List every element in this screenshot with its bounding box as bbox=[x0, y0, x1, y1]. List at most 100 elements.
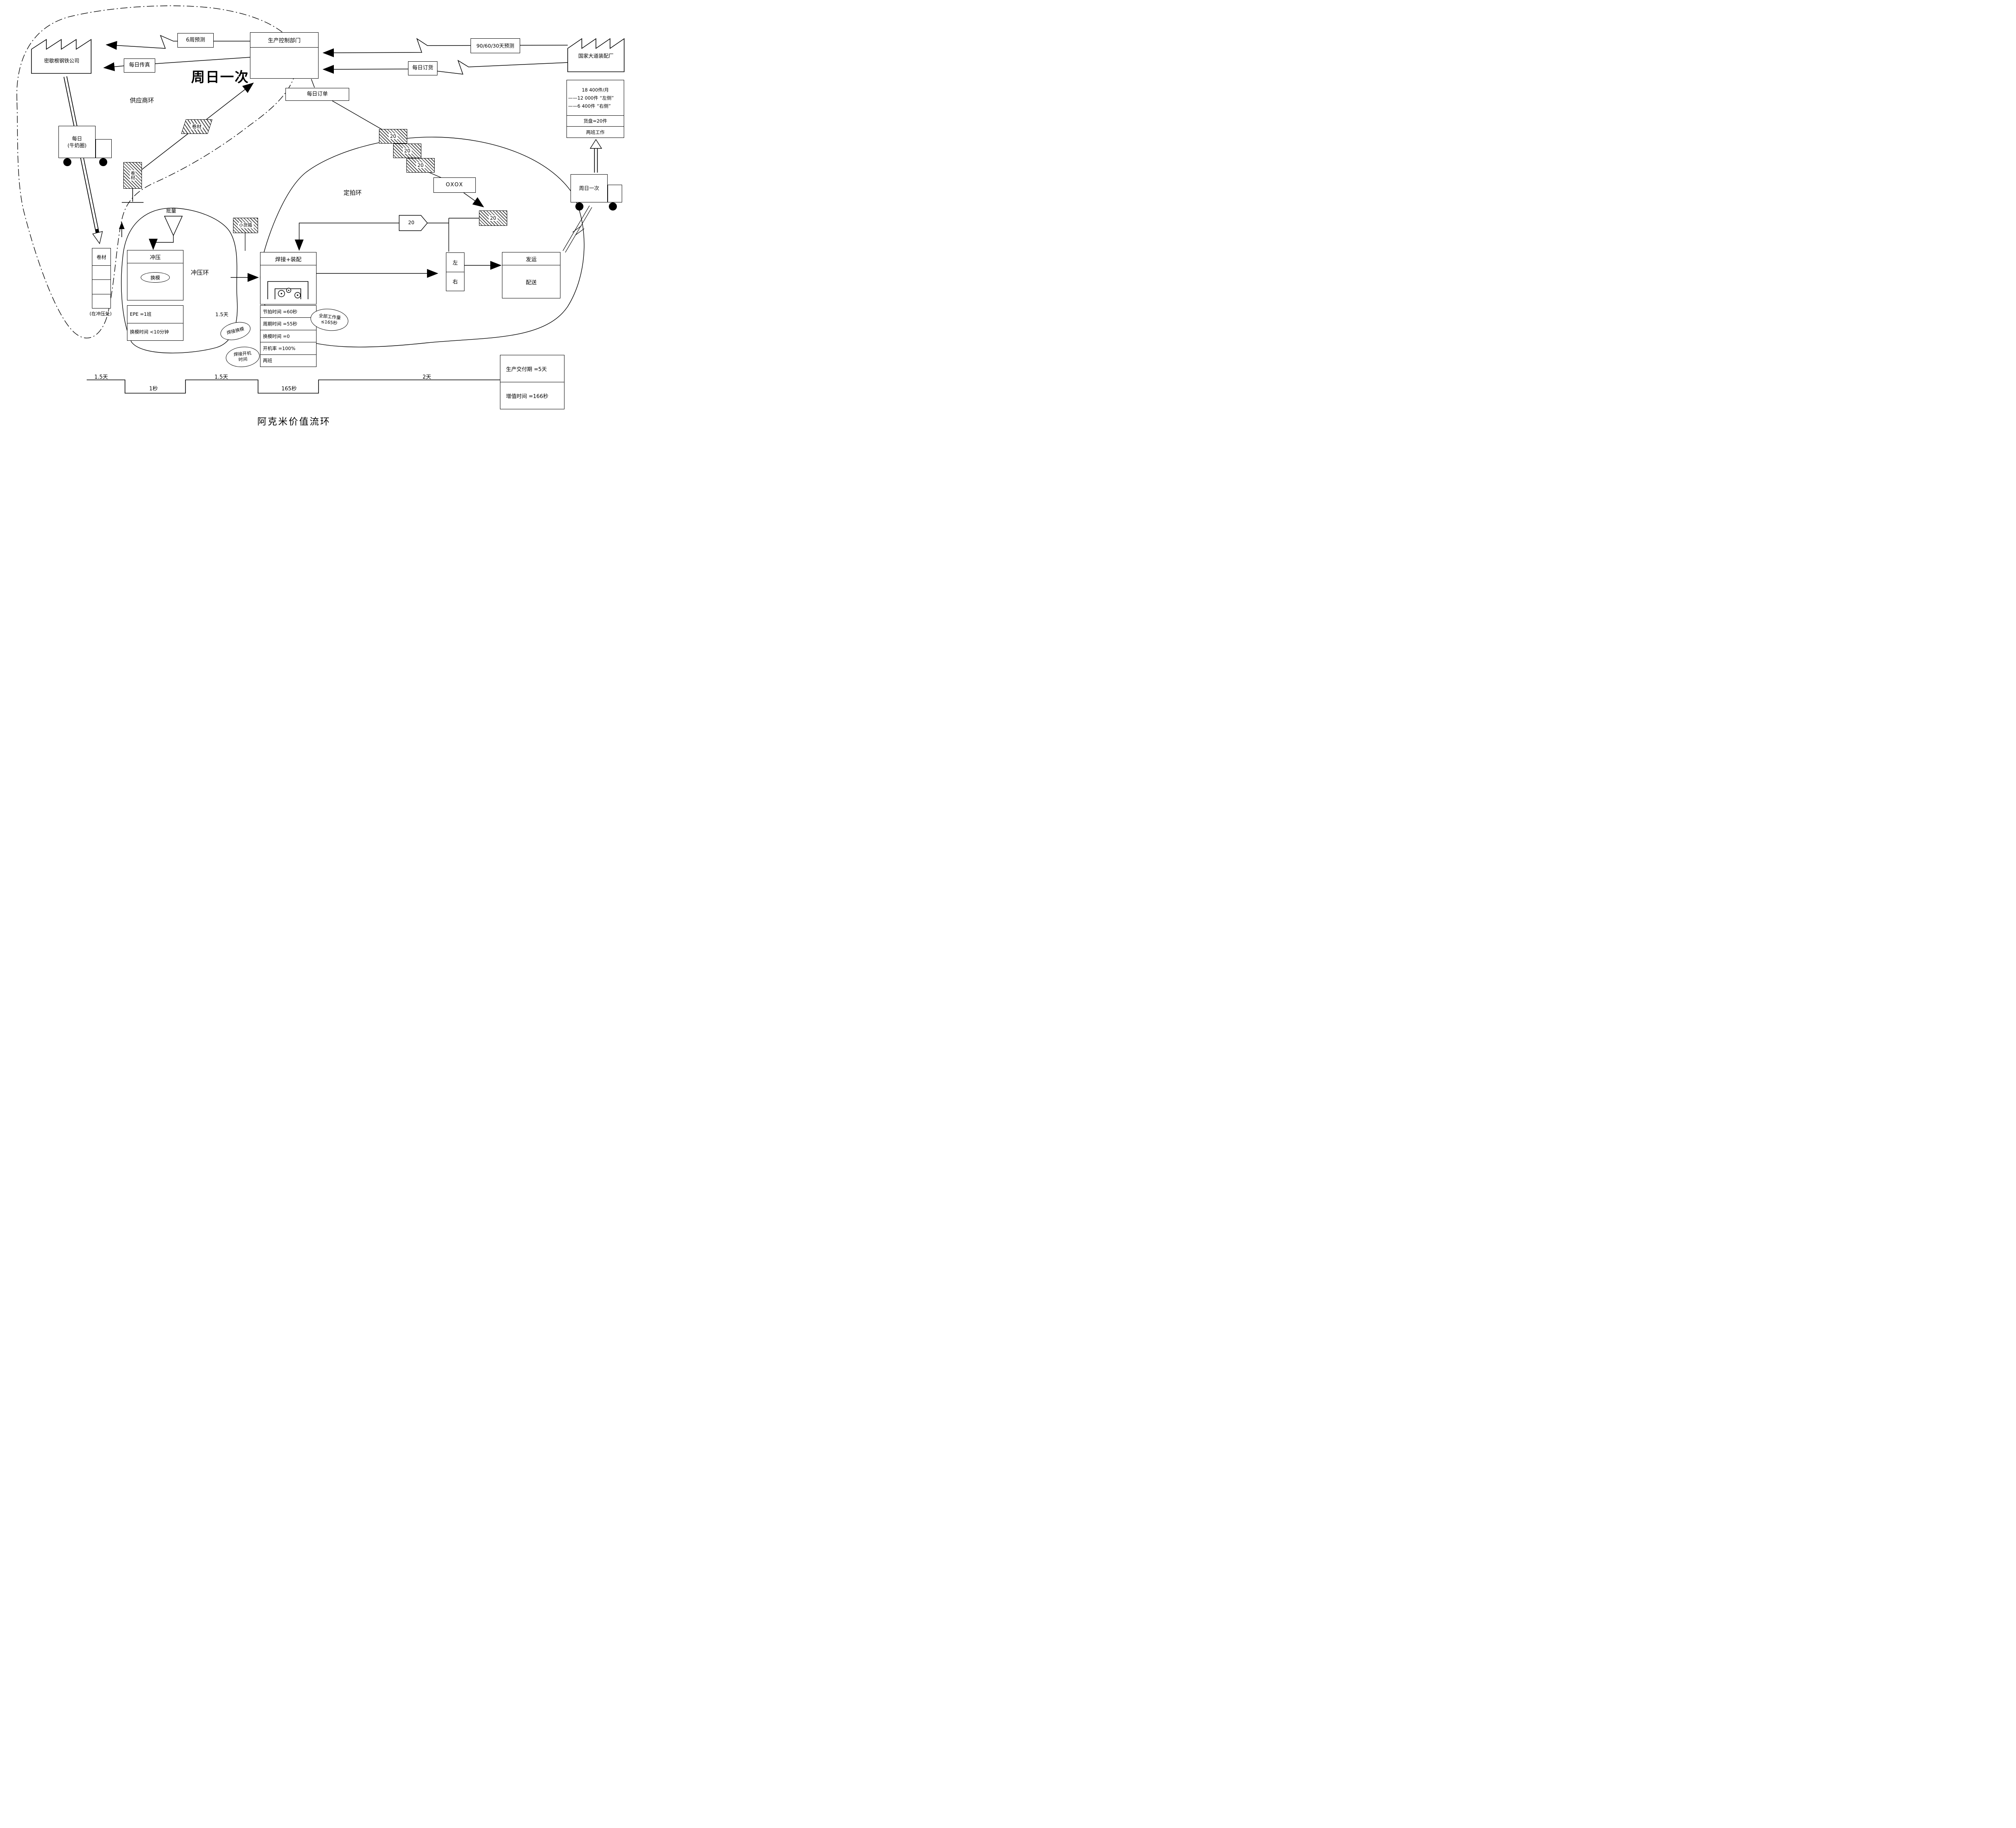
shipping-mode-label: 配送 bbox=[526, 279, 537, 286]
stamping-epe: EPE =1班 bbox=[127, 306, 183, 323]
cloud-weld-changeover-label: 焊接换模 bbox=[226, 326, 245, 336]
weld-title: 焊接+装配 bbox=[260, 252, 316, 265]
coil-top-label: 卷材 bbox=[190, 123, 203, 130]
weld-data-box: 节拍时间 =60秒 周期时间 =55秒 换模时间 =0 开机率 =100% 两班 bbox=[260, 305, 317, 367]
coil-stand-base bbox=[122, 189, 144, 203]
diagram-lines-layer bbox=[16, 5, 625, 394]
milk-run-truck-line1: 每日 bbox=[72, 135, 82, 142]
demand-monthly: 18 400件/月 bbox=[581, 87, 609, 93]
weld-assembly-box: 焊接+装配 bbox=[260, 252, 317, 304]
timeline-seg2-label: 1秒 bbox=[149, 386, 158, 392]
supplier-loop-label: 供应商环 bbox=[130, 97, 154, 104]
daily-fax-box: 每日传真 bbox=[124, 58, 155, 73]
weld-fixture-icon bbox=[267, 281, 308, 299]
connector-control-daily-order-out bbox=[311, 79, 315, 88]
factory-right-label: 国家大道装配厂 bbox=[578, 53, 614, 59]
shipping-route-line bbox=[562, 205, 592, 253]
stamping-changeover-oval: 换模 bbox=[141, 272, 170, 283]
shipping-title: 发运 bbox=[502, 252, 560, 265]
timeline-seg1-label: 1.5天 bbox=[94, 374, 108, 380]
timeline-seg4-label: 165秒 bbox=[281, 386, 297, 392]
truck-wheels bbox=[63, 158, 617, 211]
batch-label: 批量 bbox=[166, 208, 177, 214]
weekly-schedule-big-label: 周日一次 bbox=[191, 69, 249, 85]
stamping-wip-time-label: 1.5天 bbox=[215, 311, 229, 317]
coil-material-symbol-top: 卷材 bbox=[181, 119, 212, 134]
info-arrow-90-60-30-forecast bbox=[323, 38, 568, 57]
coil-inventory-cell bbox=[92, 279, 110, 294]
vsm-diagram-canvas: 密歇根钢铁公司 国家大道装配厂 生产控制部门 6周预测 每日传真 90/60/3… bbox=[0, 0, 625, 429]
shipping-box: 发运 配送 bbox=[502, 252, 560, 298]
daily-order-in-box: 每日订货 bbox=[408, 61, 437, 75]
forecast-90-60-30-box: 90/60/30天预测 bbox=[471, 38, 520, 53]
kanban-path bbox=[295, 100, 484, 252]
factory-icon-left bbox=[31, 39, 92, 74]
kanban-qty-3-label: 20 bbox=[416, 162, 425, 169]
stamping-co-time: 换模时间 <10分钟 bbox=[130, 329, 169, 335]
timeline-seg5-label: 2天 bbox=[423, 374, 431, 380]
stamping-body: 换模 bbox=[127, 263, 183, 300]
summary-va-time: 增值时间 =166秒 bbox=[506, 393, 548, 400]
buffer-left-right-box: 左 右 bbox=[446, 252, 464, 291]
coil-inventory-box: 卷材 bbox=[92, 248, 111, 308]
kanban-card-qty-label: 20 bbox=[408, 220, 414, 225]
coil-on-stand-symbol: 卷材 bbox=[123, 162, 142, 189]
kanban-card-icon bbox=[399, 215, 428, 231]
shipping-body: 配送 bbox=[502, 265, 560, 298]
demand-data-box: 18 400件/月 ——12 000件 “左侧” ——6 400件 “右侧” 货… bbox=[566, 80, 624, 138]
coil-inventory-note: (在冲压处) bbox=[90, 311, 112, 317]
weld-co: 换模时间 =0 bbox=[260, 330, 316, 343]
stamping-loop-boundary bbox=[121, 208, 238, 354]
milk-run-truck-cab bbox=[96, 139, 112, 158]
production-control-title: 生产控制部门 bbox=[250, 33, 318, 48]
kanban-qty-card-1: 20 bbox=[379, 129, 407, 144]
stamping-data-box: EPE =1班 换模时间 <10分钟 bbox=[127, 305, 183, 341]
coil-stand-label: 卷材 bbox=[130, 170, 135, 181]
batch-triangle-icon bbox=[164, 216, 183, 236]
factory-left-label: 密歇根钢铁公司 bbox=[44, 58, 79, 64]
demand-top-cell: 18 400件/月 ——12 000件 “左侧” ——6 400件 “右侧” bbox=[567, 80, 624, 116]
production-control-body bbox=[250, 48, 318, 78]
pacemaker-loop-label: 定拍环 bbox=[344, 189, 362, 196]
daily-order-out-box: 每日订单 bbox=[285, 88, 349, 101]
cloud-weld-uptime-line2: 时间 bbox=[238, 356, 248, 363]
cloud-total-work-line2: ≤165秒 bbox=[321, 319, 338, 326]
small-bin-symbol: 小货箱 bbox=[233, 218, 258, 233]
stamping-title: 冲压 bbox=[127, 250, 183, 263]
kanban-qty-card-3: 20 bbox=[406, 158, 435, 173]
material-arrow-steel-delivery bbox=[63, 76, 103, 244]
stamping-loop-label: 冲压环 bbox=[191, 269, 209, 276]
material-arrow-shipment-out bbox=[589, 139, 602, 173]
factory-icon-right bbox=[567, 38, 625, 72]
coil-inventory-label: 卷材 bbox=[96, 254, 106, 260]
buffer-right-cell: 右 bbox=[452, 279, 458, 286]
coil-inventory-cell bbox=[92, 294, 110, 308]
stamping-process-box: 冲压 换模 bbox=[127, 250, 183, 300]
weekly-truck: 周日一次 bbox=[571, 174, 608, 202]
small-bin-label: 小货箱 bbox=[237, 223, 254, 228]
lead-time-ladder bbox=[87, 379, 500, 394]
summary-box: 生产交付期 =5天 增值时间 =166秒 bbox=[500, 355, 564, 409]
kanban-qty-2-label: 20 bbox=[403, 148, 412, 154]
timeline-seg3-label: 1.5天 bbox=[215, 374, 228, 380]
kanban-qty-4-label: 20 bbox=[489, 215, 498, 221]
production-control-box: 生产控制部门 bbox=[250, 32, 319, 79]
forecast-6week-box: 6周预测 bbox=[177, 33, 214, 48]
demand-right-qty: ——6 400件 “右侧” bbox=[568, 103, 611, 109]
weld-takt: 节拍时间 =60秒 bbox=[260, 306, 316, 318]
weld-shifts: 两班 bbox=[263, 358, 272, 364]
kanban-qty-1-label: 20 bbox=[389, 133, 398, 140]
diagram-title: 阿克米价值流环 bbox=[257, 417, 331, 427]
weekly-truck-label: 周日一次 bbox=[579, 185, 599, 192]
load-leveling-box: OXOX bbox=[433, 177, 476, 193]
coil-inventory-cell bbox=[92, 265, 110, 279]
demand-shifts: 两班工作 bbox=[586, 129, 605, 135]
weekly-truck-cab bbox=[608, 185, 622, 202]
info-arrow-daily-order bbox=[323, 60, 568, 75]
weld-cycle: 周期时间 =55秒 bbox=[260, 318, 316, 330]
demand-pallet: 货盘=20件 bbox=[567, 116, 624, 127]
kanban-qty-card-4: 20 bbox=[479, 211, 507, 226]
push-arrow-batch-to-stamping bbox=[149, 236, 174, 250]
milk-run-truck: 每日 (牛奶圈) bbox=[58, 126, 96, 158]
buffer-left-cell: 左 bbox=[446, 253, 464, 272]
